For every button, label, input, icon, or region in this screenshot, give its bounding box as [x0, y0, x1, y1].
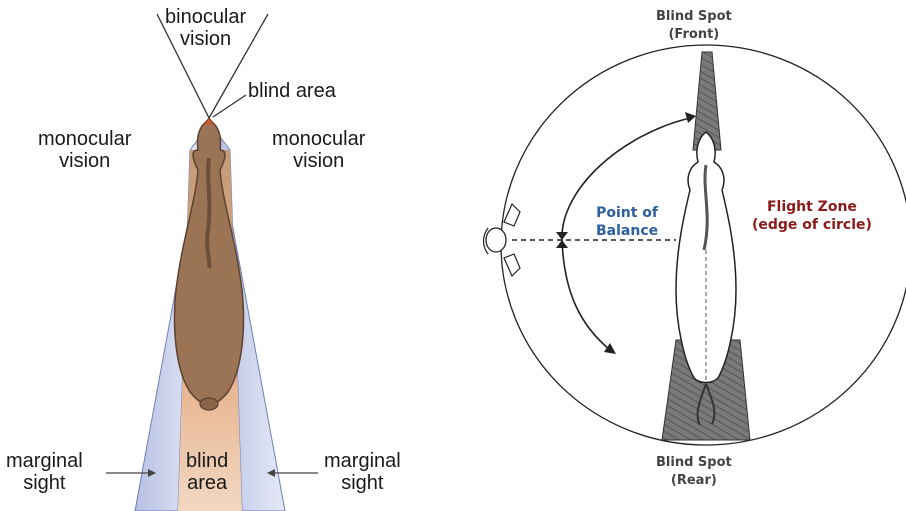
arc-arrow-head-bottom	[604, 343, 616, 354]
monocular-vision-right-label: monocular vision	[272, 128, 365, 172]
blind-area-bottom-line2: area	[187, 472, 227, 494]
marginal-right-line2: sight	[341, 472, 383, 494]
horse-top-view-brown	[175, 118, 244, 410]
marginal-sight-left-label: marginal sight	[6, 450, 83, 494]
monocular-right-line2: vision	[293, 150, 344, 172]
point-of-balance-line2: Balance	[596, 222, 658, 240]
binocular-vision-label: binocular vision	[165, 6, 246, 50]
monocular-left-line2: vision	[59, 150, 110, 172]
blind-spot-front-line2: (Front)	[668, 26, 719, 44]
monocular-right-line1: monocular	[272, 128, 365, 150]
blind-spot-rear-line1: Blind Spot	[656, 454, 732, 472]
binocular-vision-line1: binocular	[165, 6, 246, 28]
monocular-left-line1: monocular	[38, 128, 131, 150]
arc-arrow-head-top	[685, 112, 696, 123]
point-of-balance-label: Point of Balance	[596, 204, 658, 240]
marginal-left-line1: marginal	[6, 450, 83, 472]
blind-spot-front-line1: Blind Spot	[656, 8, 732, 26]
blind-spot-rear-label: Blind Spot (Rear)	[656, 454, 732, 490]
blind-area-pointer	[213, 95, 246, 117]
marginal-right-line1: marginal	[324, 450, 401, 472]
flight-zone-line1: Flight Zone	[767, 198, 857, 216]
blind-spot-front-label: Blind Spot (Front)	[656, 8, 732, 44]
point-of-balance-line1: Point of	[596, 204, 658, 222]
blind-spot-rear-line2: (Rear)	[671, 472, 717, 490]
flight-zone-label: Flight Zone (edge of circle)	[752, 198, 872, 234]
monocular-vision-left-label: monocular vision	[38, 128, 131, 172]
binocular-vision-line2: vision	[180, 28, 231, 50]
blind-area-bottom-line1: blind	[186, 450, 228, 472]
flight-zone-diagram	[484, 45, 906, 445]
marginal-left-line2: sight	[23, 472, 65, 494]
blind-area-top-label: blind area	[248, 80, 336, 102]
marginal-sight-right-label: marginal sight	[324, 450, 401, 494]
flight-zone-line2: (edge of circle)	[752, 216, 872, 234]
blind-area-bottom-label: blind area	[186, 450, 228, 494]
